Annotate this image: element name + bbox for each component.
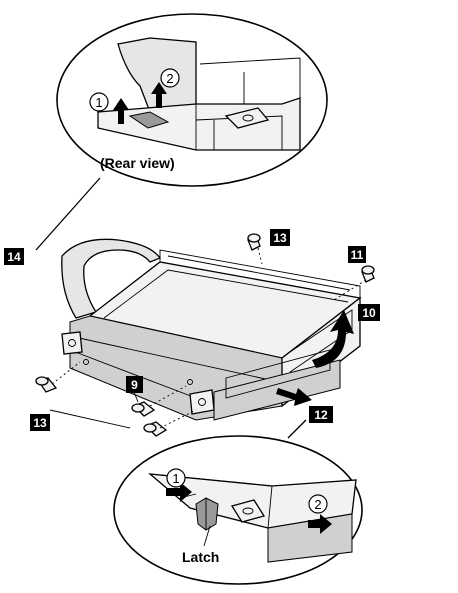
drive-assembly [61,238,362,421]
svg-text:12: 12 [314,408,328,422]
callout-14: 14 [4,248,24,265]
push-arrow-icon [166,482,192,502]
svg-text:13: 13 [273,231,287,245]
screw-icon [247,233,261,251]
lift-arrow-icon [312,310,354,368]
mounting-tab-left [61,331,83,355]
svg-text:10: 10 [362,306,376,320]
ribbon-cable [117,37,197,113]
looped-cable [61,238,162,319]
screw-icon [361,265,375,283]
slide-arrow-icon [276,388,312,406]
callout-9: 9 [126,376,143,393]
rear-view-label: (Rear view) [100,155,175,171]
screws [35,233,375,437]
pull-arrow-icon [308,514,332,534]
screw-icon [35,376,58,393]
callout-13-top: 13 [270,229,290,246]
callout-12: 12 [309,406,333,423]
latch-label: Latch [182,549,219,565]
step-circle-2 [160,68,180,88]
front-bezel-lower [213,359,341,421]
arrow-up-icon [113,98,129,124]
bracket [224,107,270,129]
callout-13-bottom: 13 [30,414,50,431]
svg-text:11: 11 [351,248,364,262]
step-circle-1 [166,468,186,488]
svg-text:13: 13 [33,416,47,430]
connector-tab [128,111,170,129]
svg-text:14: 14 [7,250,21,264]
latch-bracket [230,499,266,523]
latch-detail: 1 2 Latch [113,435,363,585]
rear-view-detail: 1 2 (Rear view) [56,13,328,187]
screw-icon [143,421,168,437]
svg-text:9: 9 [131,378,138,392]
screw-icon [131,401,156,417]
callout-11: 11 [348,246,366,263]
step-circle-1 [89,92,109,112]
step-number: 2 [166,71,173,86]
arrow-up-icon [151,82,167,108]
callout-10: 10 [358,304,380,321]
mounting-tab-front [189,389,215,415]
step-circle-2 [308,494,328,514]
latch-lever [195,497,219,531]
step-number: 1 [95,95,102,110]
step-number: 2 [314,497,321,512]
step-number: 1 [172,471,179,486]
